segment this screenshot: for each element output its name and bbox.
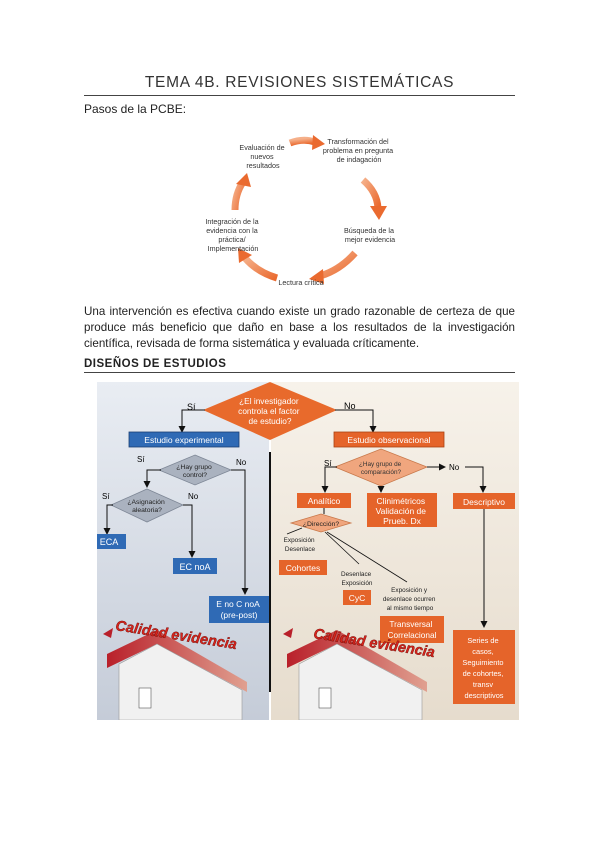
observational-text: Estudio observacional xyxy=(347,435,430,445)
connector-yes-top xyxy=(178,409,205,433)
cycle-arrow-3 xyxy=(318,250,358,280)
box-eca xyxy=(97,534,126,549)
cycle-step-2: Búsqueda de la mejor evidencia xyxy=(344,226,396,244)
cohortes-text: Cohortes xyxy=(286,563,321,573)
cycle-arrowhead-1 xyxy=(312,135,325,150)
box-analitico xyxy=(297,493,351,508)
cyc-text: CyC xyxy=(349,593,366,603)
assign-question: ¿Asignación aleatoria? xyxy=(127,499,166,514)
label-no-top: No xyxy=(344,401,356,411)
expo-desenlace-text: Exposición Desenlace xyxy=(284,537,317,553)
cycle-arrowhead-3 xyxy=(309,269,324,284)
control-question: ¿Hay grupo control? xyxy=(176,464,213,479)
label-assign-yes: Sí xyxy=(102,492,110,501)
intro-text: Pasos de la PCBE: xyxy=(84,102,187,116)
cycle-step-4: Integración de la evidencia con la práct… xyxy=(205,217,260,253)
descriptivo-text: Descriptivo xyxy=(463,497,505,507)
ec-noa-text: EC noA xyxy=(179,562,210,572)
box-cyc xyxy=(343,590,371,605)
experimental-text: Estudio experimental xyxy=(144,435,223,445)
connector-compare-yes xyxy=(321,466,337,493)
label-assign-no: No xyxy=(188,492,199,501)
direction-diamond xyxy=(289,513,353,533)
connector-dir-cohort xyxy=(286,527,303,535)
box-transversal xyxy=(380,616,444,643)
assign-diamond xyxy=(110,488,184,523)
box-descriptivo xyxy=(453,493,515,509)
page-title: TEMA 4B. REVISIONES SISTEMÁTICAS xyxy=(144,74,455,91)
cycle-step-5: Evaluación de nuevos resultados xyxy=(239,143,286,170)
house-illustration-left xyxy=(103,628,247,720)
label-control-no: No xyxy=(236,458,247,467)
connector-dir-cyc xyxy=(324,531,360,565)
label-control-yes: Sí xyxy=(137,455,145,464)
connector-assign-no xyxy=(183,504,196,558)
box-series xyxy=(453,630,515,704)
question-diamond xyxy=(203,382,337,440)
cycle-step-1: Transformación del problema en pregunta … xyxy=(323,137,395,164)
box-clinimetricos xyxy=(367,493,437,527)
pcbe-cycle-diagram: Transformación del problema en pregunta … xyxy=(205,135,396,287)
label-compare-no: No xyxy=(449,463,460,472)
title-rule xyxy=(84,95,515,96)
transversal-text: Transversal Correlacional xyxy=(388,619,437,640)
box-ec-noa xyxy=(173,558,217,574)
cycle-arrowhead-5 xyxy=(236,173,251,187)
study-design-flowchart: ¿El investigador controla el factor de e… xyxy=(97,382,519,720)
connector-control-yes xyxy=(143,469,161,488)
label-yes-top: Sí xyxy=(187,402,196,412)
connector-control-no xyxy=(231,469,249,595)
cycle-arrow-2 xyxy=(360,177,382,209)
control-diamond xyxy=(157,454,233,486)
analitico-text: Analítico xyxy=(308,496,341,506)
box-e-no-c xyxy=(209,596,269,623)
question-text: ¿El investigador controla el factor de e… xyxy=(238,396,302,426)
body-paragraph: Una intervención es efectiva cuando exis… xyxy=(84,305,515,350)
eca-text: ECA xyxy=(100,537,119,547)
connector-descriptivo xyxy=(465,466,487,493)
connector-dir-trans xyxy=(326,531,408,583)
connector-no-top xyxy=(335,409,377,433)
cycle-arrow-4 xyxy=(242,255,279,282)
cycle-arrow-1 xyxy=(288,136,317,147)
series-text: Series de casos, Seguimiento de cohortes… xyxy=(462,636,505,700)
cycle-step-3: Lectura crítica xyxy=(278,278,323,287)
label-compare-yes: Sí xyxy=(324,459,332,468)
e-no-c-text: E no C noA (pre-post) xyxy=(216,599,261,620)
box-cohortes xyxy=(279,560,327,575)
cycle-arrow-5 xyxy=(231,180,246,211)
section-heading: DISEÑOS DE ESTUDIOS xyxy=(84,358,227,370)
cycle-arrowhead-2 xyxy=(370,206,387,220)
section-rule xyxy=(84,372,515,373)
box-experimental xyxy=(128,431,240,448)
desenlace-expo-text: Desenlace Exposición xyxy=(341,571,373,587)
cycle-arrowhead-4 xyxy=(238,248,252,263)
clinimetricos-text: Clinimétricos Validación de Prueb. Dx xyxy=(376,496,429,526)
comparison-question: ¿Hay grupo de comparación? xyxy=(359,461,403,476)
house-illustration-right xyxy=(283,628,427,720)
connector-assign-yes xyxy=(103,504,113,535)
box-observational xyxy=(333,431,445,448)
direction-question: ¿Dirección? xyxy=(303,521,339,528)
expo-simult-text: Exposición y desenlace ocurren al mismo … xyxy=(383,587,437,612)
